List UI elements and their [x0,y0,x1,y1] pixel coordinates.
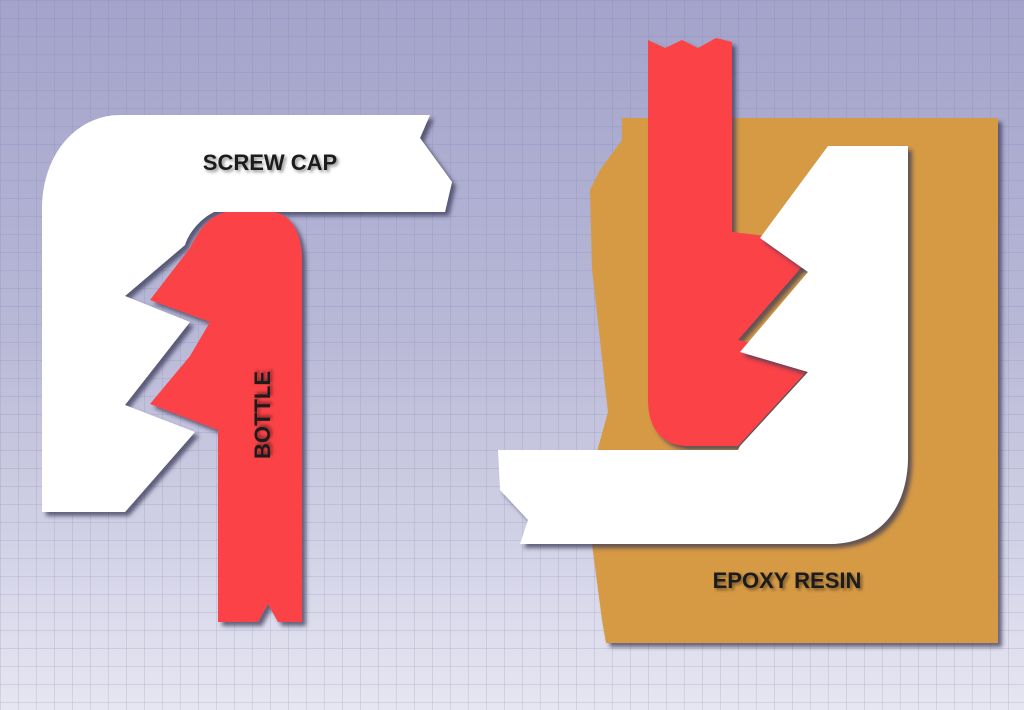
bottle-label: BOTTLE [250,371,275,459]
screw-cap-shape-embedded [498,146,908,544]
epoxy-resin-label: EPOXY RESIN [713,568,862,593]
bottle-shape [150,212,302,622]
screw-cap-label: SCREW CAP [203,150,337,175]
left-assembly [42,115,452,622]
right-assembly [498,38,998,643]
screw-cap-shape [42,115,452,512]
bottle-shape-embedded [648,38,806,446]
